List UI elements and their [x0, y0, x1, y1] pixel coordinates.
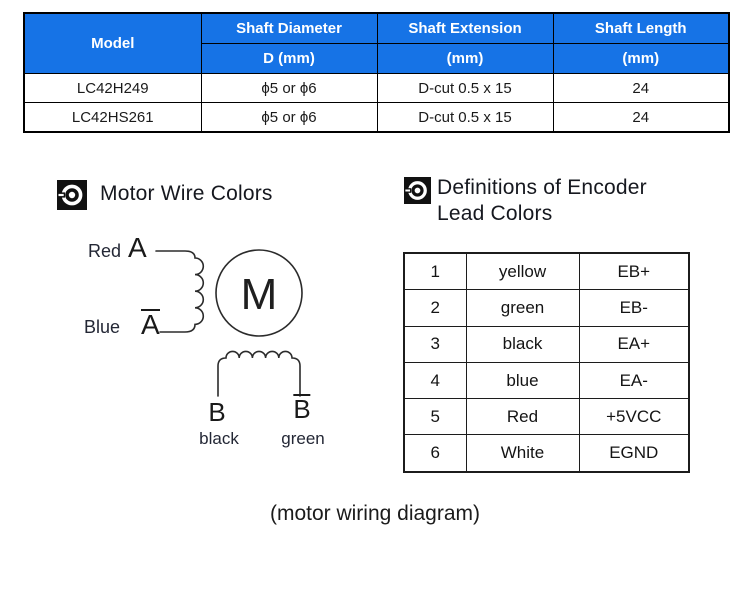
phase-a-coil: [155, 250, 205, 333]
motor-symbol-label: M: [240, 270, 278, 319]
table-row: 5 Red +5VCC: [403, 398, 690, 436]
table-row: 4 blue EA-: [403, 361, 690, 400]
spec-cell-shaft-length: 24: [552, 73, 730, 103]
table-row: LC42H249 ϕ5 or ϕ6 D-cut 0.5 x 15 24: [23, 73, 730, 103]
motor-wire-colors-title: Motor Wire Colors: [100, 182, 273, 205]
spec-header-shaft-extension: Shaft Extension: [376, 12, 554, 44]
wire-color-green-label: green: [281, 429, 325, 448]
encoder-color: Red: [465, 398, 580, 436]
terminal-a-bar-label: A: [141, 309, 160, 339]
spec-cell-shaft-extension: D-cut 0.5 x 15: [376, 73, 554, 103]
motor-bullet-icon-glyph: [57, 180, 87, 210]
encoder-signal: EA+: [578, 325, 690, 363]
spec-header-row-2: D (mm) (mm) (mm): [24, 43, 730, 74]
encoder-pin: 1: [403, 252, 467, 291]
encoder-color: blue: [465, 361, 580, 400]
table-row: 1 yellow EB+: [403, 252, 690, 291]
wire-color-blue-label: Blue: [84, 317, 121, 337]
encoder-color: black: [465, 325, 580, 363]
encoder-lead-colors-title-line2: Lead Colors: [437, 202, 553, 225]
motor-bullet-icon: [57, 180, 87, 210]
encoder-pin: 2: [403, 289, 467, 327]
encoder-signal: EA-: [578, 361, 690, 400]
encoder-pin: 6: [403, 434, 467, 473]
spec-header-row-1: Model Shaft Diameter Shaft Extension Sha…: [23, 12, 730, 74]
wire-color-black-label: black: [199, 429, 239, 448]
encoder-lead-colors-title: Definitions of Encoder Lead Colors: [437, 175, 647, 227]
table-row: 3 black EA+: [403, 325, 690, 363]
terminal-b-bar-letter: B: [293, 394, 311, 424]
encoder-signal: +5VCC: [578, 398, 690, 436]
encoder-signal: EB-: [578, 289, 690, 327]
encoder-lead-table: 1 yellow EB+ 2 green EB- 3 black EA+ 4 b…: [403, 252, 690, 473]
terminal-a-bar-letter: A: [141, 309, 160, 340]
encoder-pin: 4: [403, 361, 467, 400]
spec-cell-shaft-diameter: ϕ5 or ϕ6: [200, 102, 378, 133]
terminal-b-label: B: [208, 397, 226, 427]
encoder-pin: 5: [403, 398, 467, 436]
spec-header-shaft-length-unit: (mm): [552, 43, 730, 74]
table-row: 2 green EB-: [403, 289, 690, 327]
terminal-a-label: A: [128, 232, 147, 263]
encoder-color: White: [465, 434, 580, 473]
encoder-color: green: [465, 289, 580, 327]
wire-color-red-label: Red: [88, 241, 122, 261]
phase-b-coil: [217, 350, 301, 397]
spec-header-model: Model: [23, 12, 202, 74]
encoder-lead-colors-title-line1: Definitions of Encoder: [437, 176, 647, 199]
spec-header-shaft-diameter: Shaft Diameter: [200, 12, 378, 44]
table-row: 6 White EGND: [403, 434, 690, 473]
diagram-caption: (motor wiring diagram): [269, 502, 481, 525]
encoder-pin: 3: [403, 325, 467, 363]
spec-header-shaft-diameter-unit: D (mm): [200, 43, 378, 74]
spec-cell-shaft-extension: D-cut 0.5 x 15: [376, 102, 554, 133]
spec-header-shaft-extension-unit: (mm): [376, 43, 554, 74]
spec-cell-shaft-length: 24: [552, 102, 730, 133]
spec-header-shaft-length: Shaft Length: [552, 12, 730, 44]
terminal-b-bar-label: B: [293, 394, 311, 424]
encoder-bullet-icon-glyph: [404, 177, 431, 204]
shaft-spec-table: Model Shaft Diameter Shaft Extension Sha…: [23, 12, 730, 133]
encoder-signal: EGND: [578, 434, 690, 473]
encoder-bullet-icon: [404, 177, 431, 204]
spec-cell-shaft-diameter: ϕ5 or ϕ6: [200, 73, 378, 103]
spec-cell-model: LC42H249: [23, 73, 202, 103]
encoder-signal: EB+: [578, 252, 690, 291]
spec-cell-model: LC42HS261: [23, 102, 202, 133]
encoder-color: yellow: [465, 252, 580, 291]
table-row: LC42HS261 ϕ5 or ϕ6 D-cut 0.5 x 15 24: [23, 102, 730, 133]
